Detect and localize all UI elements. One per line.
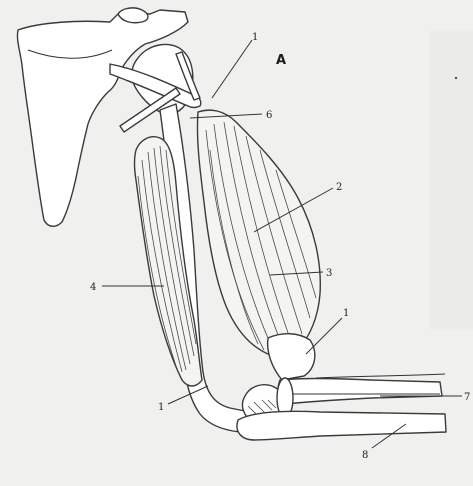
label-8: 8 (362, 450, 368, 461)
label-3: 3 (326, 268, 332, 279)
stray-dot (455, 77, 457, 79)
label-1-top: 1 (252, 32, 258, 43)
panel-letter: A (276, 53, 286, 68)
label-7: 7 (464, 392, 470, 403)
label-4: 4 (90, 282, 96, 293)
label-2: 2 (336, 182, 342, 193)
label-1-bottom: 1 (158, 402, 164, 413)
background-shade (430, 30, 473, 330)
label-6: 6 (266, 110, 272, 121)
label-1-mid: 1 (343, 308, 349, 319)
